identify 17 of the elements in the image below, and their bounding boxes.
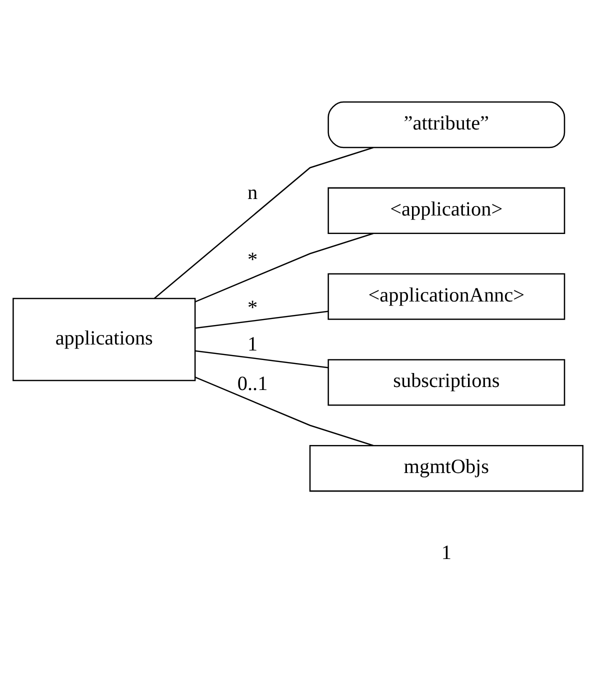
connector	[195, 310, 328, 329]
connector	[194, 376, 374, 446]
node-box: ”attribute”	[328, 101, 566, 148]
node-box: <applicationAnnc>	[328, 273, 566, 320]
connector	[194, 232, 374, 302]
connector	[195, 350, 328, 368]
edge-label: 1	[247, 334, 258, 356]
connector	[154, 147, 374, 299]
edge-label: 0..1	[237, 372, 268, 395]
node-box: mgmtObjs	[309, 444, 584, 492]
edge-label: *	[247, 248, 258, 271]
node-box: subscriptions	[328, 359, 566, 406]
label: 1	[441, 542, 452, 564]
edge-label: n	[247, 182, 258, 204]
node-box: <application>	[328, 187, 566, 234]
node-box: applications	[12, 298, 196, 382]
edge-label: *	[247, 296, 258, 319]
